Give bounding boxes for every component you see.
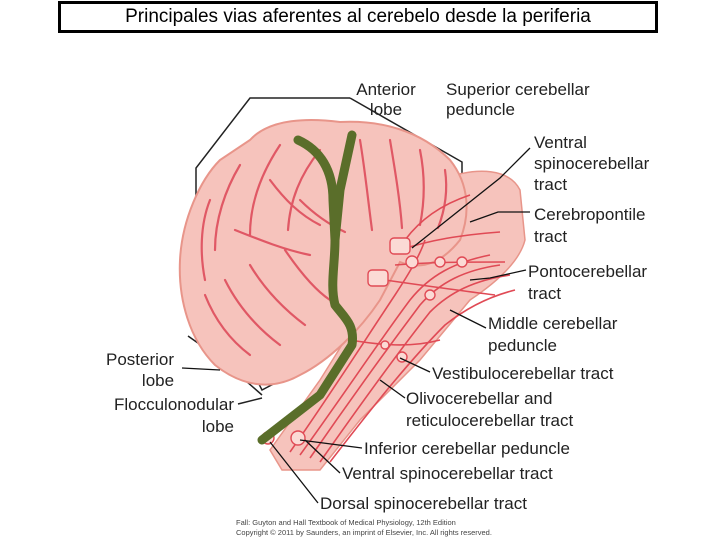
svg-text:Copyright © 2011 by Saunders,: Copyright © 2011 by Saunders, an imprint… xyxy=(236,528,492,537)
svg-text:Fall: Guyton and Hall Textbook: Fall: Guyton and Hall Textbook of Medica… xyxy=(236,518,456,527)
svg-text:Vestibulocerebellar tract: Vestibulocerebellar tract xyxy=(432,364,614,383)
page-title: Principales vias aferentes al cerebelo d… xyxy=(58,1,658,33)
svg-text:Inferior cerebellar peduncle: Inferior cerebellar peduncle xyxy=(364,439,570,458)
svg-text:reticulocerebellar tract: reticulocerebellar tract xyxy=(406,411,574,430)
svg-text:tract: tract xyxy=(528,284,561,303)
svg-text:Middle cerebellar: Middle cerebellar xyxy=(488,314,618,333)
svg-text:peduncle: peduncle xyxy=(488,336,557,355)
svg-text:Dorsal spinocerebellar tract: Dorsal spinocerebellar tract xyxy=(320,494,527,513)
svg-text:lobe: lobe xyxy=(202,417,234,436)
svg-text:Flocculonodular: Flocculonodular xyxy=(114,395,234,414)
label-superior-cerebellar-peduncle: Superior cerebellar peduncle xyxy=(446,80,590,119)
green-pathway-branch xyxy=(330,130,357,245)
label-inferior-cerebellar-peduncle: Inferior cerebellar peduncle xyxy=(364,439,570,458)
svg-text:lobe: lobe xyxy=(142,371,174,390)
label-flocculonodular-lobe: Flocculonodular lobe xyxy=(114,395,234,436)
label-middle-cerebellar-peduncle: Middle cerebellar peduncle xyxy=(488,314,618,355)
svg-text:Pontocerebellar: Pontocerebellar xyxy=(528,262,647,281)
tract-cross-sections xyxy=(261,237,468,446)
svg-text:lobe: lobe xyxy=(370,100,402,119)
leader-lines xyxy=(181,147,531,504)
label-dorsal-spinocerebellar-tract: Dorsal spinocerebellar tract xyxy=(320,494,527,513)
svg-text:Olivocerebellar and: Olivocerebellar and xyxy=(406,389,552,408)
svg-text:peduncle: peduncle xyxy=(446,100,515,119)
label-ventral-spinocerebellar-tract-upper: Ventral spinocerebellar tract xyxy=(534,133,650,194)
svg-text:Ventral: Ventral xyxy=(534,133,587,152)
green-pathway-overlay xyxy=(257,135,358,445)
label-anterior-lobe: Anterior lobe xyxy=(356,80,416,119)
svg-text:spinocerebellar: spinocerebellar xyxy=(534,154,650,173)
source-credit: Fall: Guyton and Hall Textbook of Medica… xyxy=(236,518,492,537)
svg-text:Anterior: Anterior xyxy=(356,80,416,99)
svg-text:tract: tract xyxy=(534,227,567,246)
label-pontocerebellar-tract: Pontocerebellar tract xyxy=(528,262,647,303)
svg-text:Cerebropontile: Cerebropontile xyxy=(534,205,646,224)
svg-text:Posterior: Posterior xyxy=(106,350,174,369)
label-vestibulocerebellar-tract: Vestibulocerebellar tract xyxy=(432,364,614,383)
svg-text:Superior cerebellar: Superior cerebellar xyxy=(446,80,590,99)
label-cerebropontile-tract: Cerebropontile tract xyxy=(534,205,646,246)
label-olivocerebellar-tract: Olivocerebellar and reticulocerebellar t… xyxy=(406,389,574,430)
svg-text:Ventral spinocerebellar tract: Ventral spinocerebellar tract xyxy=(342,464,553,483)
label-posterior-lobe: Posterior lobe xyxy=(106,350,174,390)
svg-text:tract: tract xyxy=(534,175,567,194)
label-ventral-spinocerebellar-tract-lower: Ventral spinocerebellar tract xyxy=(342,464,553,483)
folia-lines xyxy=(200,138,448,357)
